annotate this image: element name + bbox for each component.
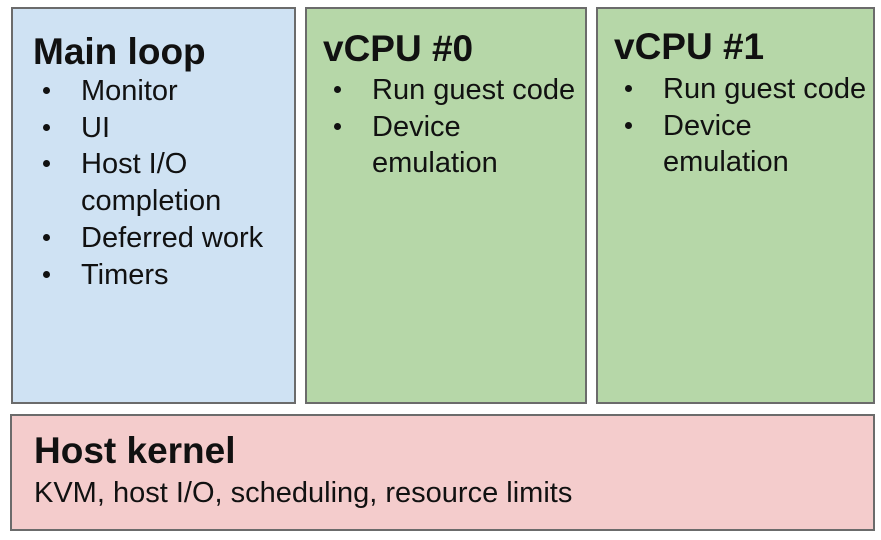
main-loop-box: Main loop Monitor UI Host I/O completion… [11, 7, 296, 404]
list-item: Device emulation [332, 109, 582, 182]
bullet-icon [43, 160, 50, 168]
list-item-label: Run guest code [663, 73, 867, 105]
vcpu0-list: Run guest code Device emulation [332, 72, 582, 182]
list-item: Run guest code [623, 71, 873, 108]
host-kernel-box: Host kernel KVM, host I/O, scheduling, r… [10, 414, 875, 531]
bullet-icon [43, 123, 50, 131]
list-item-label: Host I/O completion [81, 148, 222, 218]
list-item: Host I/O completion [41, 146, 291, 219]
main-loop-title: Main loop [33, 31, 206, 72]
list-item-label: Timers [81, 258, 169, 291]
vcpu0-title: vCPU #0 [323, 28, 474, 69]
bullet-icon [43, 270, 50, 278]
list-item: Deferred work [41, 220, 291, 257]
list-item-label: Device emulation [372, 110, 498, 180]
vcpu1-list: Run guest code Device emulation [623, 71, 873, 181]
bullet-icon [334, 86, 341, 93]
bullet-icon [625, 121, 632, 129]
vcpu0-box: vCPU #0 Run guest code Device emulation [305, 7, 587, 404]
list-item-label: UI [81, 111, 110, 144]
bullet-icon [625, 85, 632, 92]
list-item-label: Deferred work [81, 221, 264, 254]
host-kernel-subtitle: KVM, host I/O, scheduling, resource limi… [34, 477, 573, 509]
list-item-label: Device emulation [663, 109, 789, 179]
list-item: UI [41, 110, 291, 147]
vcpu1-box: vCPU #1 Run guest code Device emulation [596, 7, 875, 404]
bullet-icon [43, 87, 50, 94]
host-kernel-title: Host kernel [34, 430, 236, 471]
bullet-icon [334, 122, 341, 130]
vcpu1-title: vCPU #1 [614, 26, 765, 67]
list-item-label: Run guest code [372, 74, 576, 106]
main-loop-list: Monitor UI Host I/O completion Deferred … [41, 73, 291, 293]
list-item: Monitor [41, 73, 291, 110]
list-item: Device emulation [623, 108, 873, 181]
list-item-label: Monitor [81, 75, 178, 107]
bullet-icon [43, 233, 50, 241]
list-item: Run guest code [332, 72, 582, 109]
list-item: Timers [41, 257, 291, 294]
